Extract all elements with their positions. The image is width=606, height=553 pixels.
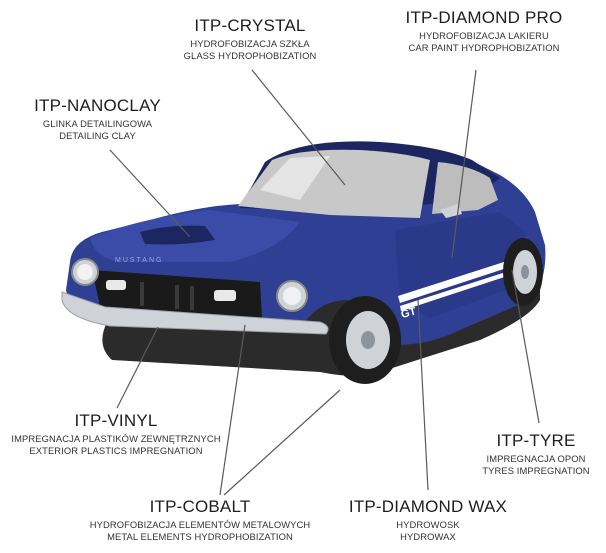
foglight-right xyxy=(214,290,236,301)
side-window xyxy=(432,162,498,214)
side-badge: GT xyxy=(400,306,418,321)
callout-subtitle-pl: GLINKA DETAILINGOWA xyxy=(42,117,153,129)
leader-crystal xyxy=(251,69,346,186)
callout-title: ITP-DIAMOND PRO xyxy=(405,8,563,27)
leader-vinyl xyxy=(116,326,159,409)
foglight-left xyxy=(106,280,126,290)
side-stripe-upper xyxy=(398,252,537,303)
callout-crystal: ITP-CRYSTAL HYDROFOBIZACJA SZKŁA GLASS H… xyxy=(150,16,350,62)
leader-diamond-pro xyxy=(451,69,477,259)
grille-bar-2 xyxy=(175,285,179,309)
callout-subtitle-pl: HYDROWOSK xyxy=(396,518,460,530)
callout-subtitle-en: METAL ELEMENTS HYDROPHOBIZATION xyxy=(107,531,293,543)
callout-subtitle-pl: HYDROFOBIZACJA LAKIERU xyxy=(419,29,549,41)
callout-title: ITP-TYRE xyxy=(496,431,576,450)
callout-title: ITP-DIAMOND WAX xyxy=(348,497,508,516)
callout-subtitle-en: DETAILING CLAY xyxy=(59,130,136,142)
callout-nanoclay: ITP-NANOCLAY GLINKA DETAILINGOWA DETAILI… xyxy=(20,96,175,142)
headlight-left-inner xyxy=(77,264,93,280)
callout-title: ITP-COBALT xyxy=(149,497,251,516)
callout-diamond-pro: ITP-DIAMOND PRO HYDROFOBIZACJA LAKIERU C… xyxy=(384,8,584,54)
hood-scoop xyxy=(140,225,215,245)
leader-cobalt-a xyxy=(219,324,246,496)
front-wheel-hub xyxy=(361,331,375,349)
front-bumper xyxy=(61,291,329,335)
callout-subtitle-en: HYDROWAX xyxy=(400,531,456,543)
callout-subtitle-pl: HYDROFOBIZACJA SZKŁA xyxy=(190,37,310,49)
headlight-right-inner xyxy=(283,287,301,305)
leader-nanoclay xyxy=(109,149,191,238)
leader-lines xyxy=(109,69,540,496)
rear-wheel-hub xyxy=(521,265,529,279)
leader-cobalt-b xyxy=(223,389,341,496)
callout-subtitle-pl: HYDROFOBIZACJA ELEMENTÓW METALOWYCH xyxy=(89,518,311,530)
grille-bar-1 xyxy=(140,282,144,306)
callout-title: ITP-NANOCLAY xyxy=(34,96,161,115)
hood-lettering: MUSTANG xyxy=(115,257,163,264)
callout-cobalt: ITP-COBALT HYDROFOBIZACJA ELEMENTÓW META… xyxy=(80,497,320,543)
leader-tyre xyxy=(511,269,540,424)
callout-subtitle-pl: IMPREGNACJA OPON xyxy=(486,452,586,464)
callout-vinyl: ITP-VINYL IMPREGNACJA PLASTIKÓW ZEWNĘTRZ… xyxy=(0,411,232,457)
leader-diamond-wax xyxy=(417,299,429,491)
mirror xyxy=(440,204,462,218)
callout-subtitle-en: TYRES IMPREGNATION xyxy=(482,465,590,477)
callout-title: ITP-VINYL xyxy=(74,411,158,430)
callout-subtitle-en: GLASS HYDROPHOBIZATION xyxy=(183,50,317,62)
grille-bar-3 xyxy=(190,286,194,310)
callout-title: ITP-CRYSTAL xyxy=(194,16,306,35)
callout-subtitle-pl: IMPREGNACJA PLASTIKÓW ZEWNĘTRZNYCH xyxy=(11,432,221,444)
callout-tyre: ITP-TYRE IMPREGNACJA OPON TYRES IMPREGNA… xyxy=(470,431,602,477)
callout-subtitle-en: CAR PAINT HYDROPHOBIZATION xyxy=(408,42,560,54)
callout-subtitle-en: EXTERIOR PLASTICS IMPREGNATION xyxy=(29,445,203,457)
callout-diamond-wax: ITP-DIAMOND WAX HYDROWOSK HYDROWAX xyxy=(340,497,516,543)
windshield-glare xyxy=(260,156,330,200)
